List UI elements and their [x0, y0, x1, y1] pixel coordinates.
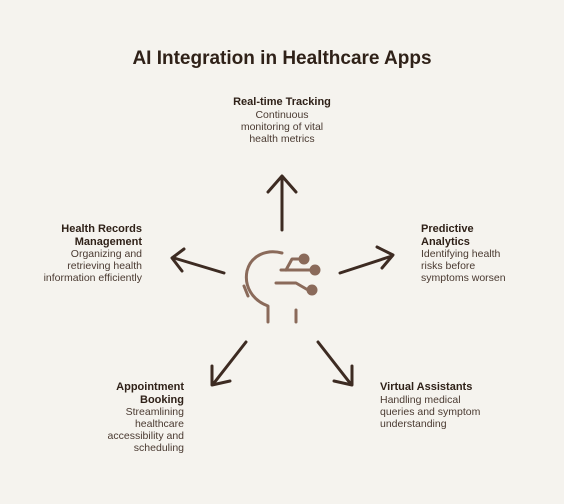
node-heading: Real-time Tracking	[233, 96, 331, 108]
node-desc-line: healthcare	[134, 418, 184, 430]
arrow-down-left	[210, 340, 248, 387]
node-appointment-booking: Appointment Booking Streamlining healthc…	[84, 381, 184, 454]
node-desc-line: queries and symptom	[380, 405, 481, 418]
node-heading: Management	[74, 235, 142, 248]
node-desc-line: risks before	[421, 260, 476, 272]
node-desc-line: health metrics	[249, 132, 315, 145]
node-desc-line: Handling medical	[380, 393, 461, 406]
node-realtime-tracking: Real-time Tracking Continuous monitoring…	[200, 96, 364, 145]
node-virtual-assistants: Virtual Assistants Handling medical quer…	[380, 381, 530, 430]
node-desc-line: information efficiently	[43, 272, 142, 284]
node-heading: Booking	[140, 393, 184, 406]
arrow-right	[338, 245, 395, 275]
node-desc-line: accessibility and	[107, 430, 184, 442]
node-desc-line: understanding	[380, 417, 447, 430]
node-desc-line: retrieving health	[67, 260, 142, 272]
node-desc-line: Streamlining	[125, 406, 184, 418]
node-heading: Health Records	[61, 223, 142, 235]
node-desc-line: symptoms worsen	[421, 272, 506, 284]
node-desc-line: monitoring of vital	[240, 120, 324, 133]
node-predictive-analytics: Predictive Analytics Identifying health …	[421, 223, 551, 284]
node-heading: Predictive	[421, 223, 474, 235]
arrow-down-right	[316, 340, 354, 387]
node-health-records: Health Records Management Organizing and…	[20, 223, 142, 284]
node-desc-line: Identifying health	[421, 248, 501, 260]
node-heading: Virtual Assistants	[380, 381, 473, 393]
node-heading: Appointment	[116, 381, 184, 393]
node-desc-line: scheduling	[133, 442, 184, 454]
node-heading: Analytics	[421, 235, 470, 248]
ai-head-circuit-icon	[242, 250, 321, 324]
arrow-left	[170, 247, 226, 275]
node-desc-line: Continuous	[255, 108, 309, 121]
arrow-up	[266, 174, 298, 232]
diagram-title: AI Integration in Healthcare Apps	[132, 48, 432, 69]
node-desc-line: Organizing and	[70, 248, 142, 260]
